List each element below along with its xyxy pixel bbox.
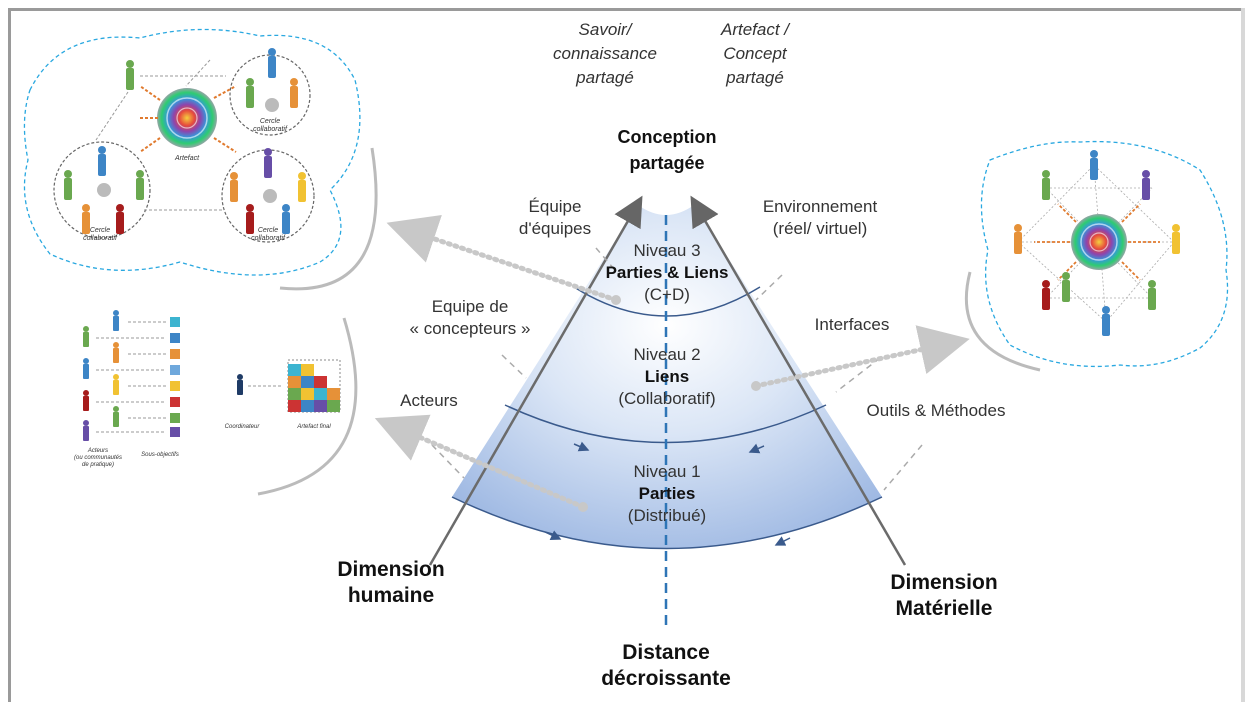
inset-tl-artefact-swirl [157, 88, 217, 148]
frame-border-top [10, 8, 1245, 11]
inset-bl-actors [83, 310, 243, 441]
level-2-mode: (Collaboratif) [618, 389, 716, 408]
top-label-savoir: Savoir/ connaissance partagé [535, 18, 675, 90]
band-line-level1 [451, 496, 883, 550]
connector-dot-level3 [611, 295, 621, 305]
level-3-mode: (C+D) [644, 285, 690, 304]
inset-bl-artefact-final-grid [287, 359, 341, 413]
inset-right [980, 140, 1229, 368]
inset-top-left: Cercle collaboratif Cercle collaboratif … [23, 28, 361, 276]
arc-bottom-left-inset [257, 317, 358, 496]
connector-to-right-inset [753, 325, 970, 389]
equipe-equipes-line2: d'équipes [518, 219, 592, 238]
band-arrow-mid-left [573, 441, 590, 452]
inset-tl-cercle-c-line2: collaboratif [251, 235, 286, 242]
label-environnement: Environnement (réel/ virtuel) [732, 196, 908, 240]
environnement-line1: Environnement [762, 197, 878, 216]
label-dimension-materielle: Dimension Matérielle [864, 570, 1024, 622]
inset-tl-circle-b [53, 141, 151, 239]
inset-right-artefact-swirl [1071, 214, 1127, 270]
label-interfaces: Interfaces [814, 315, 890, 334]
inset-bl-coordinateur: Coordinateur [225, 424, 261, 430]
artefact-line2: Concept [723, 44, 787, 63]
inset-tl-people [64, 48, 306, 234]
inset-bl-artefact-final: Artefact final [296, 424, 331, 430]
inset-bl-sub-objectives [170, 317, 180, 437]
arc-top-left-inset [279, 147, 378, 291]
level-2: Niveau 2 Liens (Collaboratif) [586, 344, 748, 410]
band-arrow-right [774, 536, 791, 546]
frame-border-right [1241, 8, 1245, 702]
connector-dot-level2 [751, 381, 761, 391]
level-1-mode: (Distribué) [627, 506, 707, 525]
inset-tl-cercle-a-line1: Cercle [260, 118, 280, 125]
pointer-interfaces [835, 357, 881, 393]
apex-title-line2: partagée [629, 153, 705, 173]
pointer-outils [883, 444, 923, 491]
arc-right-inset [964, 271, 1041, 372]
label-acteurs: Acteurs [400, 391, 458, 410]
inset-right-people [1014, 150, 1180, 336]
inset-tl-cercle-a-line2: collaboratif [253, 126, 288, 133]
inset-bl-acteurs-line2: (ou communautés [74, 455, 122, 461]
inset-bl-sous-objectifs: Sous-objectifs [141, 452, 179, 458]
distance-line2: décroissante [601, 667, 731, 690]
frame-border-left [8, 8, 11, 702]
label-dimension-humaine: Dimension humaine [316, 557, 466, 609]
connector-to-top-left-inset [386, 215, 619, 303]
apex-title-line1: Conception [617, 127, 717, 147]
level-1-name: Parties [638, 484, 696, 503]
level-1: Niveau 1 Parties (Distribué) [586, 461, 748, 527]
label-equipe-equipes: Équipe d'équipes [500, 196, 610, 240]
connector-dot-level1 [578, 502, 588, 512]
apex-title: Conception partagée [594, 124, 740, 176]
inset-right-boundary [980, 140, 1229, 368]
inset-tl-cercle-c-line1: Cercle [258, 227, 278, 234]
artefact-line1: Artefact / [720, 20, 790, 39]
inset-bl-acteurs-line3: de pratique) [82, 462, 114, 468]
dimension-materielle-line2: Matérielle [895, 597, 993, 620]
artefact-line3: partagé [726, 68, 784, 87]
connector-to-bottom-left-inset [374, 414, 586, 510]
equipe-concepteurs-line2: « concepteurs » [409, 319, 531, 338]
level-3-number: Niveau 3 [633, 241, 701, 260]
label-equipe-concepteurs: Equipe de « concepteurs » [380, 296, 560, 340]
level-3-name: Parties & Liens [605, 263, 729, 282]
distance-line1: Distance [622, 641, 710, 664]
top-label-artefact: Artefact / Concept partagé [690, 18, 820, 90]
inset-bl-acteurs-line1: Acteurs [87, 448, 108, 454]
inset-tl-boundary [23, 28, 361, 276]
dimension-humaine-line2: humaine [347, 584, 435, 607]
equipe-concepteurs-line1: Equipe de [431, 297, 509, 316]
pointer-concepteurs [501, 354, 527, 379]
inset-tl-cercle-b-line1: Cercle [90, 227, 110, 234]
level-3: Niveau 3 Parties & Liens (C+D) [586, 240, 748, 306]
band-arrow-left [544, 530, 562, 540]
level-2-name: Liens [644, 367, 690, 386]
environnement-line2: (réel/ virtuel) [772, 219, 868, 238]
savoir-line2: connaissance [553, 44, 657, 63]
cone-edge-right [690, 195, 907, 566]
band-arrow-mid-right [748, 443, 765, 454]
inset-tl-circle-a [229, 54, 311, 136]
label-distance-decroissante: Distance décroissante [576, 640, 756, 692]
inset-bottom-left: Acteurs (ou communautés de pratique) Sou… [74, 310, 341, 468]
equipe-equipes-line1: Équipe [528, 197, 582, 216]
savoir-line1: Savoir/ [578, 20, 632, 39]
level-2-number: Niveau 2 [633, 345, 701, 364]
level-1-number: Niveau 1 [633, 462, 701, 481]
inset-tl-artefact-label: Artefact [174, 155, 200, 162]
dimension-humaine-line1: Dimension [337, 558, 445, 581]
savoir-line3: partagé [576, 68, 634, 87]
label-outils-methodes: Outils & Méthodes [866, 401, 1006, 420]
cone-edge-left [428, 195, 643, 566]
inset-tl-cercle-b-line2: collaboratif [83, 235, 118, 242]
pointer-acteurs [431, 444, 465, 479]
dimension-materielle-line1: Dimension [890, 571, 998, 594]
